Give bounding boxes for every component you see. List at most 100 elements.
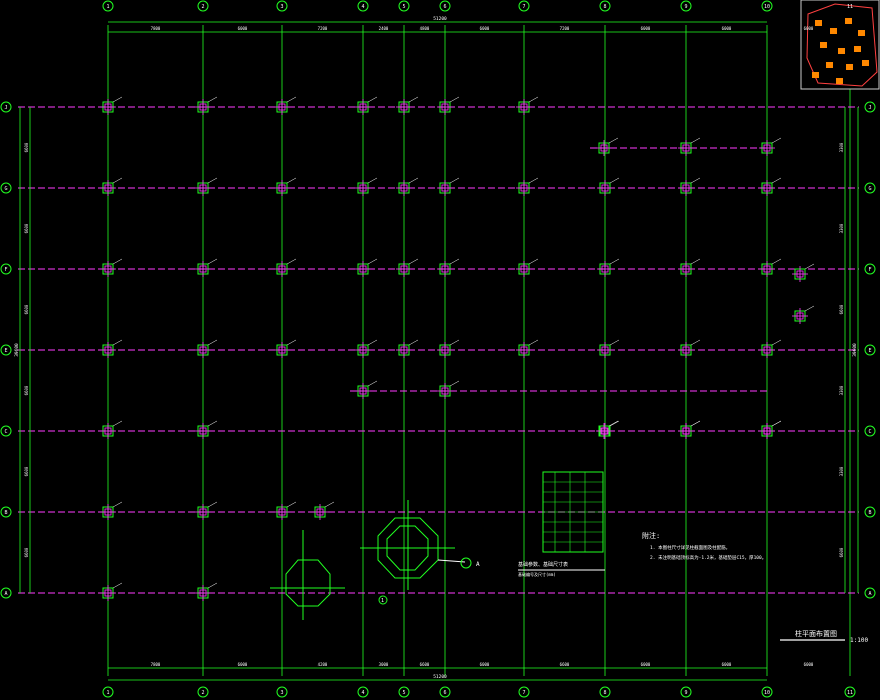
column-marker: [100, 582, 123, 601]
axis-label-y: E: [868, 348, 871, 354]
table-subcaption: 基础编号及尺寸(mm): [518, 571, 556, 577]
axis-label-x: 7: [522, 690, 525, 696]
column-marker: [516, 96, 539, 115]
dimension-text-right: 6600: [839, 547, 844, 557]
column-marker: [396, 96, 419, 115]
dimension-text-left: 6600: [24, 304, 29, 314]
column-marker: [355, 339, 378, 358]
column-marker: [195, 501, 218, 520]
dimension-text-top: 7800: [151, 26, 161, 31]
column-marker: [195, 258, 218, 277]
axis-label-x: 1: [106, 4, 109, 10]
column-marker: [678, 339, 701, 358]
axis-bubble-y-J-left: [0, 101, 12, 113]
dimension-text-top: 6000: [480, 26, 490, 31]
column-marker: [396, 339, 419, 358]
column-marker: [274, 96, 297, 115]
axis-bubble-x-11-bottom: [844, 686, 856, 698]
axis-label-x: 1: [106, 690, 109, 696]
dimension-text-right: 3300: [839, 466, 844, 476]
column-marker: [678, 137, 701, 156]
axis-label-x: 10: [764, 690, 770, 696]
axis-label-y: C: [4, 429, 7, 435]
dimension-lines: [19, 21, 859, 681]
column-marker: [678, 258, 701, 277]
axis-label-x: 5: [402, 4, 405, 10]
column-marker: [759, 339, 782, 358]
axis-bubble-x-2-top: [197, 0, 209, 12]
column-marker: [396, 258, 419, 277]
dimension-text-bottom: 6000: [804, 662, 814, 667]
axis-label-x: 2: [201, 690, 204, 696]
axis-bubble-x-1-bottom: [102, 686, 114, 698]
column-marker: [274, 258, 297, 277]
column-marker: [100, 420, 123, 439]
dimension-total-top: 51200: [433, 16, 447, 22]
dimension-text-top: 6000: [641, 26, 651, 31]
column-marker: [437, 258, 460, 277]
column-marker: [792, 305, 815, 324]
site-key-plan-thumbnail: [800, 0, 880, 90]
column-marker: [597, 339, 620, 358]
notes-line-1: 1. 本图柱尺寸详见柱截面图及柱配筋。: [650, 544, 730, 551]
dimension-text-top: 2400: [379, 26, 389, 31]
column-marker: [355, 258, 378, 277]
dimension-text-right: 3300: [839, 385, 844, 395]
axis-bubble-y-G-left: [0, 182, 12, 194]
axis-bubble-y-B-right: [864, 506, 876, 518]
notes-block: 附注: 1. 本图柱尺寸详见柱截面图及柱配筋。 2. 未注明基础顶标高为-1.2…: [642, 531, 766, 561]
drawing-scale: 1:100: [850, 637, 868, 644]
column-marker: [312, 501, 335, 520]
dimension-text-top: 4800: [420, 26, 430, 31]
dimension-text-bottom: 6600: [560, 662, 570, 667]
column-marker: [759, 420, 782, 439]
column-marker: [195, 420, 218, 439]
axis-bubble-x-6-bottom: [439, 686, 451, 698]
axis-label-x: 11: [847, 4, 853, 10]
axis-label-y: A: [4, 591, 7, 597]
axis-bubble-y-A-right: [864, 587, 876, 599]
column-marker: [437, 96, 460, 115]
column-marker: [195, 177, 218, 196]
axis-label-x: 6: [443, 690, 446, 696]
axis-label-x: 7: [522, 4, 525, 10]
axis-bubble-y-C-left: [0, 425, 12, 437]
column-marker: [396, 177, 419, 196]
column-marker: [596, 137, 619, 156]
axis-label-x: 10: [764, 4, 770, 10]
axis-label-x: 6: [443, 4, 446, 10]
axis-bubble-x-4-top: [357, 0, 369, 12]
axis-label-x: 3: [280, 4, 283, 10]
axis-label-x: 8: [603, 4, 606, 10]
axis-label-y: E: [4, 348, 7, 354]
dimension-text-bottom: 7800: [151, 662, 161, 667]
dimension-text-bottom: 6000: [238, 662, 248, 667]
column-marker: [195, 339, 218, 358]
column-marker: [597, 177, 620, 196]
dimension-text-bottom: 6000: [722, 662, 732, 667]
axis-bubble-x-10-top: [761, 0, 773, 12]
column-marker: [355, 177, 378, 196]
column-marker: [274, 177, 297, 196]
axis-label-x: 9: [684, 4, 687, 10]
column-marker: [195, 96, 218, 115]
detail-1-bubble: [378, 595, 388, 605]
axis-label-y: J: [868, 105, 871, 111]
dimension-total-right: 39600: [852, 343, 858, 357]
axis-bubble-x-3-top: [276, 0, 288, 12]
axis-bubble-y-F-right: [864, 263, 876, 275]
axis-bubble-y-A-left: [0, 587, 12, 599]
detail-a-bubble: [460, 557, 472, 569]
dimension-text-top: 6000: [804, 26, 814, 31]
axis-label-x: 9: [684, 690, 687, 696]
column-marker: [100, 339, 123, 358]
column-marker: [759, 137, 782, 156]
axis-bubble-x-5-top: [398, 0, 410, 12]
axis-bubble-x-8-bottom: [599, 686, 611, 698]
axis-label-y: B: [868, 510, 871, 516]
dimension-text-right: 6600: [839, 304, 844, 314]
octagon-structure-large: [360, 500, 466, 590]
axis-bubble-x-7-top: [518, 0, 530, 12]
dimension-text-top: 6000: [238, 26, 248, 31]
axis-label-x: 5: [402, 690, 405, 696]
